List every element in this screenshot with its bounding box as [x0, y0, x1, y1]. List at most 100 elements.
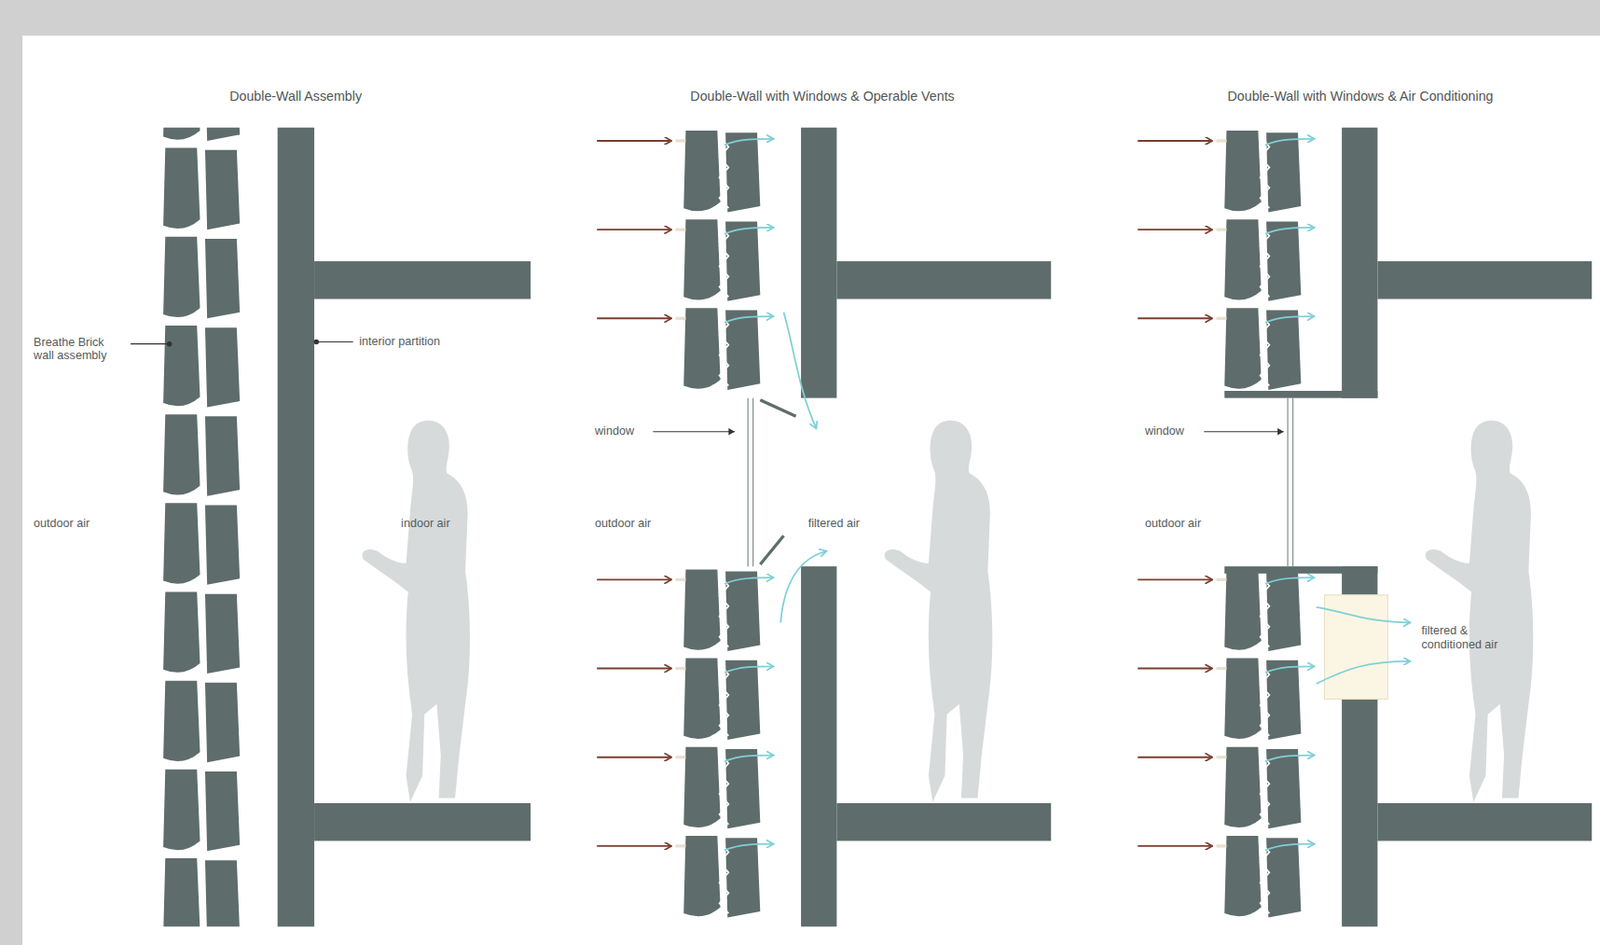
- filtered-air-arrow: [724, 138, 774, 146]
- filter-zigzag: [1260, 314, 1270, 387]
- annotation-label: indoor air: [400, 516, 450, 530]
- filter-zigzag: [719, 314, 730, 387]
- brick-inlet: [675, 755, 686, 759]
- brick-inlet: [675, 666, 686, 670]
- outdoor-air-arrow: [1137, 317, 1213, 319]
- outdoor-air-arrow: [1137, 139, 1213, 142]
- brick-inner: [725, 132, 760, 212]
- airflow-arrows: [596, 138, 1314, 850]
- brick-column: [1224, 130, 1301, 390]
- outdoor-air-arrow: [1137, 578, 1213, 580]
- breathe-bricks: [163, 58, 1301, 939]
- brick-inner: [1266, 571, 1301, 651]
- brick-outer: [1224, 568, 1261, 649]
- annotation-label: outdoor air: [1144, 516, 1201, 530]
- filter-zigzag: [719, 137, 730, 209]
- brick-inner: [205, 415, 240, 496]
- windows: [747, 398, 1293, 567]
- brick-outer: [683, 835, 720, 916]
- annotation-label: outdoor air: [594, 516, 651, 530]
- brick-outer: [163, 769, 200, 850]
- brick-inlet: [675, 227, 686, 231]
- operable-vents: [759, 400, 796, 565]
- brick-outer: [163, 502, 200, 583]
- filter-zigzag: [719, 841, 730, 914]
- outdoor-air-arrow: [596, 756, 672, 759]
- outdoor-air-arrow: [1137, 228, 1213, 231]
- filtered-air-arrow: [1265, 665, 1315, 673]
- brick-outer: [683, 130, 720, 211]
- filtered-air-arrow: [1265, 227, 1315, 235]
- brick-inner: [205, 127, 240, 141]
- filtered-air-arrow: [1265, 577, 1315, 584]
- filtered-air-arrow: [724, 227, 774, 235]
- brick-inner: [725, 748, 760, 828]
- panel-title: Double-Wall Assembly: [229, 89, 362, 105]
- annotation-label: outdoor air: [33, 516, 90, 530]
- brick-inner: [725, 837, 760, 917]
- filtered-air-arrow: [724, 316, 774, 323]
- brick-column: [683, 568, 760, 917]
- brick-outer: [1224, 835, 1261, 916]
- brick-inner: [1266, 837, 1301, 917]
- annotation-label: Breathe Brick wall assembly: [33, 335, 128, 363]
- brick-inner: [205, 859, 240, 926]
- outdoor-air-arrow: [596, 228, 672, 231]
- brick-column: [163, 127, 240, 927]
- filtered-air-arrow: [724, 755, 774, 762]
- brick-inner: [205, 327, 240, 407]
- filtered-air-arrow: [724, 665, 774, 673]
- brick-inner: [1266, 220, 1301, 301]
- brick-inlet: [1216, 755, 1228, 759]
- brick-outer: [683, 307, 720, 388]
- brick-outer: [163, 413, 200, 495]
- brick-outer: [683, 568, 720, 649]
- brick-inner: [725, 571, 760, 651]
- panel-title: Double-Wall with Windows & Air Condition…: [1227, 89, 1494, 105]
- brick-inlet: [675, 138, 686, 142]
- brick-outer: [163, 325, 200, 406]
- brick-inner: [205, 505, 240, 585]
- brick-inlet: [675, 843, 686, 847]
- brick-inner: [1266, 310, 1301, 390]
- filter-zigzag: [719, 663, 730, 736]
- brick-outer: [163, 680, 200, 761]
- brick-inlet: [675, 578, 686, 581]
- brick-inner: [205, 150, 240, 230]
- brick-inner: [205, 682, 240, 762]
- brick-inlet: [1216, 317, 1228, 320]
- outdoor-air-arrow: [596, 844, 672, 847]
- brick-inner: [725, 220, 760, 301]
- brick-inlet: [1216, 843, 1228, 847]
- brick-inlet: [675, 317, 686, 320]
- annotation-label: interior partition: [358, 334, 441, 348]
- annotation-label: window: [1144, 424, 1185, 438]
- brick-outer: [1224, 219, 1261, 300]
- filter-zigzag: [1260, 225, 1270, 298]
- filter-zigzag: [719, 225, 730, 298]
- brick-outer: [163, 127, 200, 140]
- outdoor-air-arrow: [1137, 756, 1213, 759]
- brick-outer: [1224, 130, 1261, 211]
- brick-outer: [163, 591, 200, 672]
- brick-outer: [683, 658, 720, 739]
- brick-inner: [1266, 660, 1301, 740]
- panel-title: Double-Wall with Windows & Operable Vent…: [689, 89, 954, 105]
- outdoor-air-arrow: [596, 317, 672, 319]
- filtered-air-arrow: [1265, 843, 1315, 851]
- filter-zigzag: [1260, 752, 1270, 825]
- brick-outer: [1224, 658, 1261, 739]
- filter-zigzag: [719, 752, 730, 825]
- brick-inner: [205, 593, 240, 674]
- filter-zigzag: [719, 575, 730, 648]
- leader-lines: [130, 339, 1284, 431]
- brick-inner: [725, 660, 760, 740]
- brick-outer: [1224, 746, 1261, 828]
- outdoor-air-arrow: [596, 667, 672, 670]
- brick-inner: [205, 771, 240, 851]
- brick-inner: [725, 310, 760, 390]
- brick-inner: [1266, 748, 1301, 828]
- brick-outer: [163, 148, 200, 229]
